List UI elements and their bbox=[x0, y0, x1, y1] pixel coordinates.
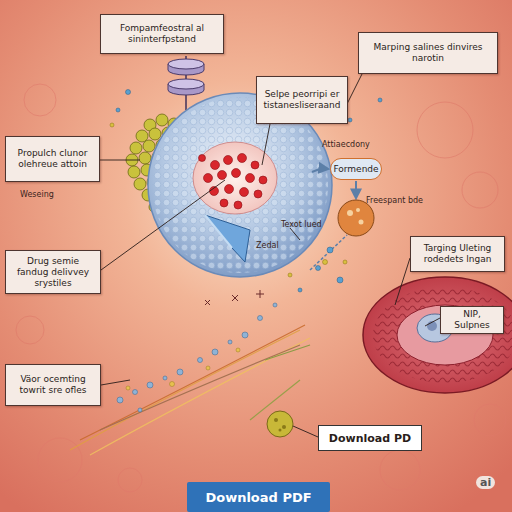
callout-box: Drug semie fandug delivvey srystiles bbox=[5, 250, 101, 294]
node-text: Marping salines dinvires narotin bbox=[363, 42, 493, 64]
callout-box: Targing Uleting rodedets lngan bbox=[410, 236, 505, 272]
callout-box: Selpe peorripi er tistanesliseraand bbox=[256, 76, 348, 124]
node-text: Fompamfeostral al sininterfpstand bbox=[105, 23, 219, 45]
annotation-label: Zedal bbox=[256, 241, 279, 250]
node-text: Propulch clunor olehreue attoin bbox=[10, 148, 95, 170]
node-text: Download PDF bbox=[205, 490, 311, 505]
annotation-label: Weseing bbox=[20, 190, 54, 199]
callout-box: Väor ocemting towrit sre ofles bbox=[5, 364, 101, 406]
watermark: ai bbox=[476, 476, 495, 489]
annotation-label: Texot lued bbox=[281, 220, 322, 229]
callout-box: Propulch clunor olehreue attoin bbox=[5, 136, 100, 182]
annotation-label: Freespant bde bbox=[366, 196, 423, 205]
callout-box: NIP, Sulpnes bbox=[440, 306, 504, 334]
node-text: Download PD bbox=[329, 432, 411, 445]
download-box: Download PD bbox=[318, 425, 422, 451]
node-text: NIP, Sulpnes bbox=[445, 309, 499, 331]
download-button: Download PDF bbox=[187, 482, 330, 512]
node-text: Selpe peorripi er tistanesliseraand bbox=[261, 89, 343, 111]
node-text: Targing Uleting rodedets lngan bbox=[415, 243, 500, 265]
node-text: Formende bbox=[333, 164, 378, 175]
callout-pill: Formende bbox=[330, 158, 382, 180]
node-text: Väor ocemting towrit sre ofles bbox=[10, 374, 96, 396]
annotation-label: Attiaecdony bbox=[322, 140, 370, 149]
node-text: Drug semie fandug delivvey srystiles bbox=[10, 256, 96, 289]
callout-box: Fompamfeostral al sininterfpstand bbox=[100, 14, 224, 54]
callout-box: Marping salines dinvires narotin bbox=[358, 32, 498, 74]
